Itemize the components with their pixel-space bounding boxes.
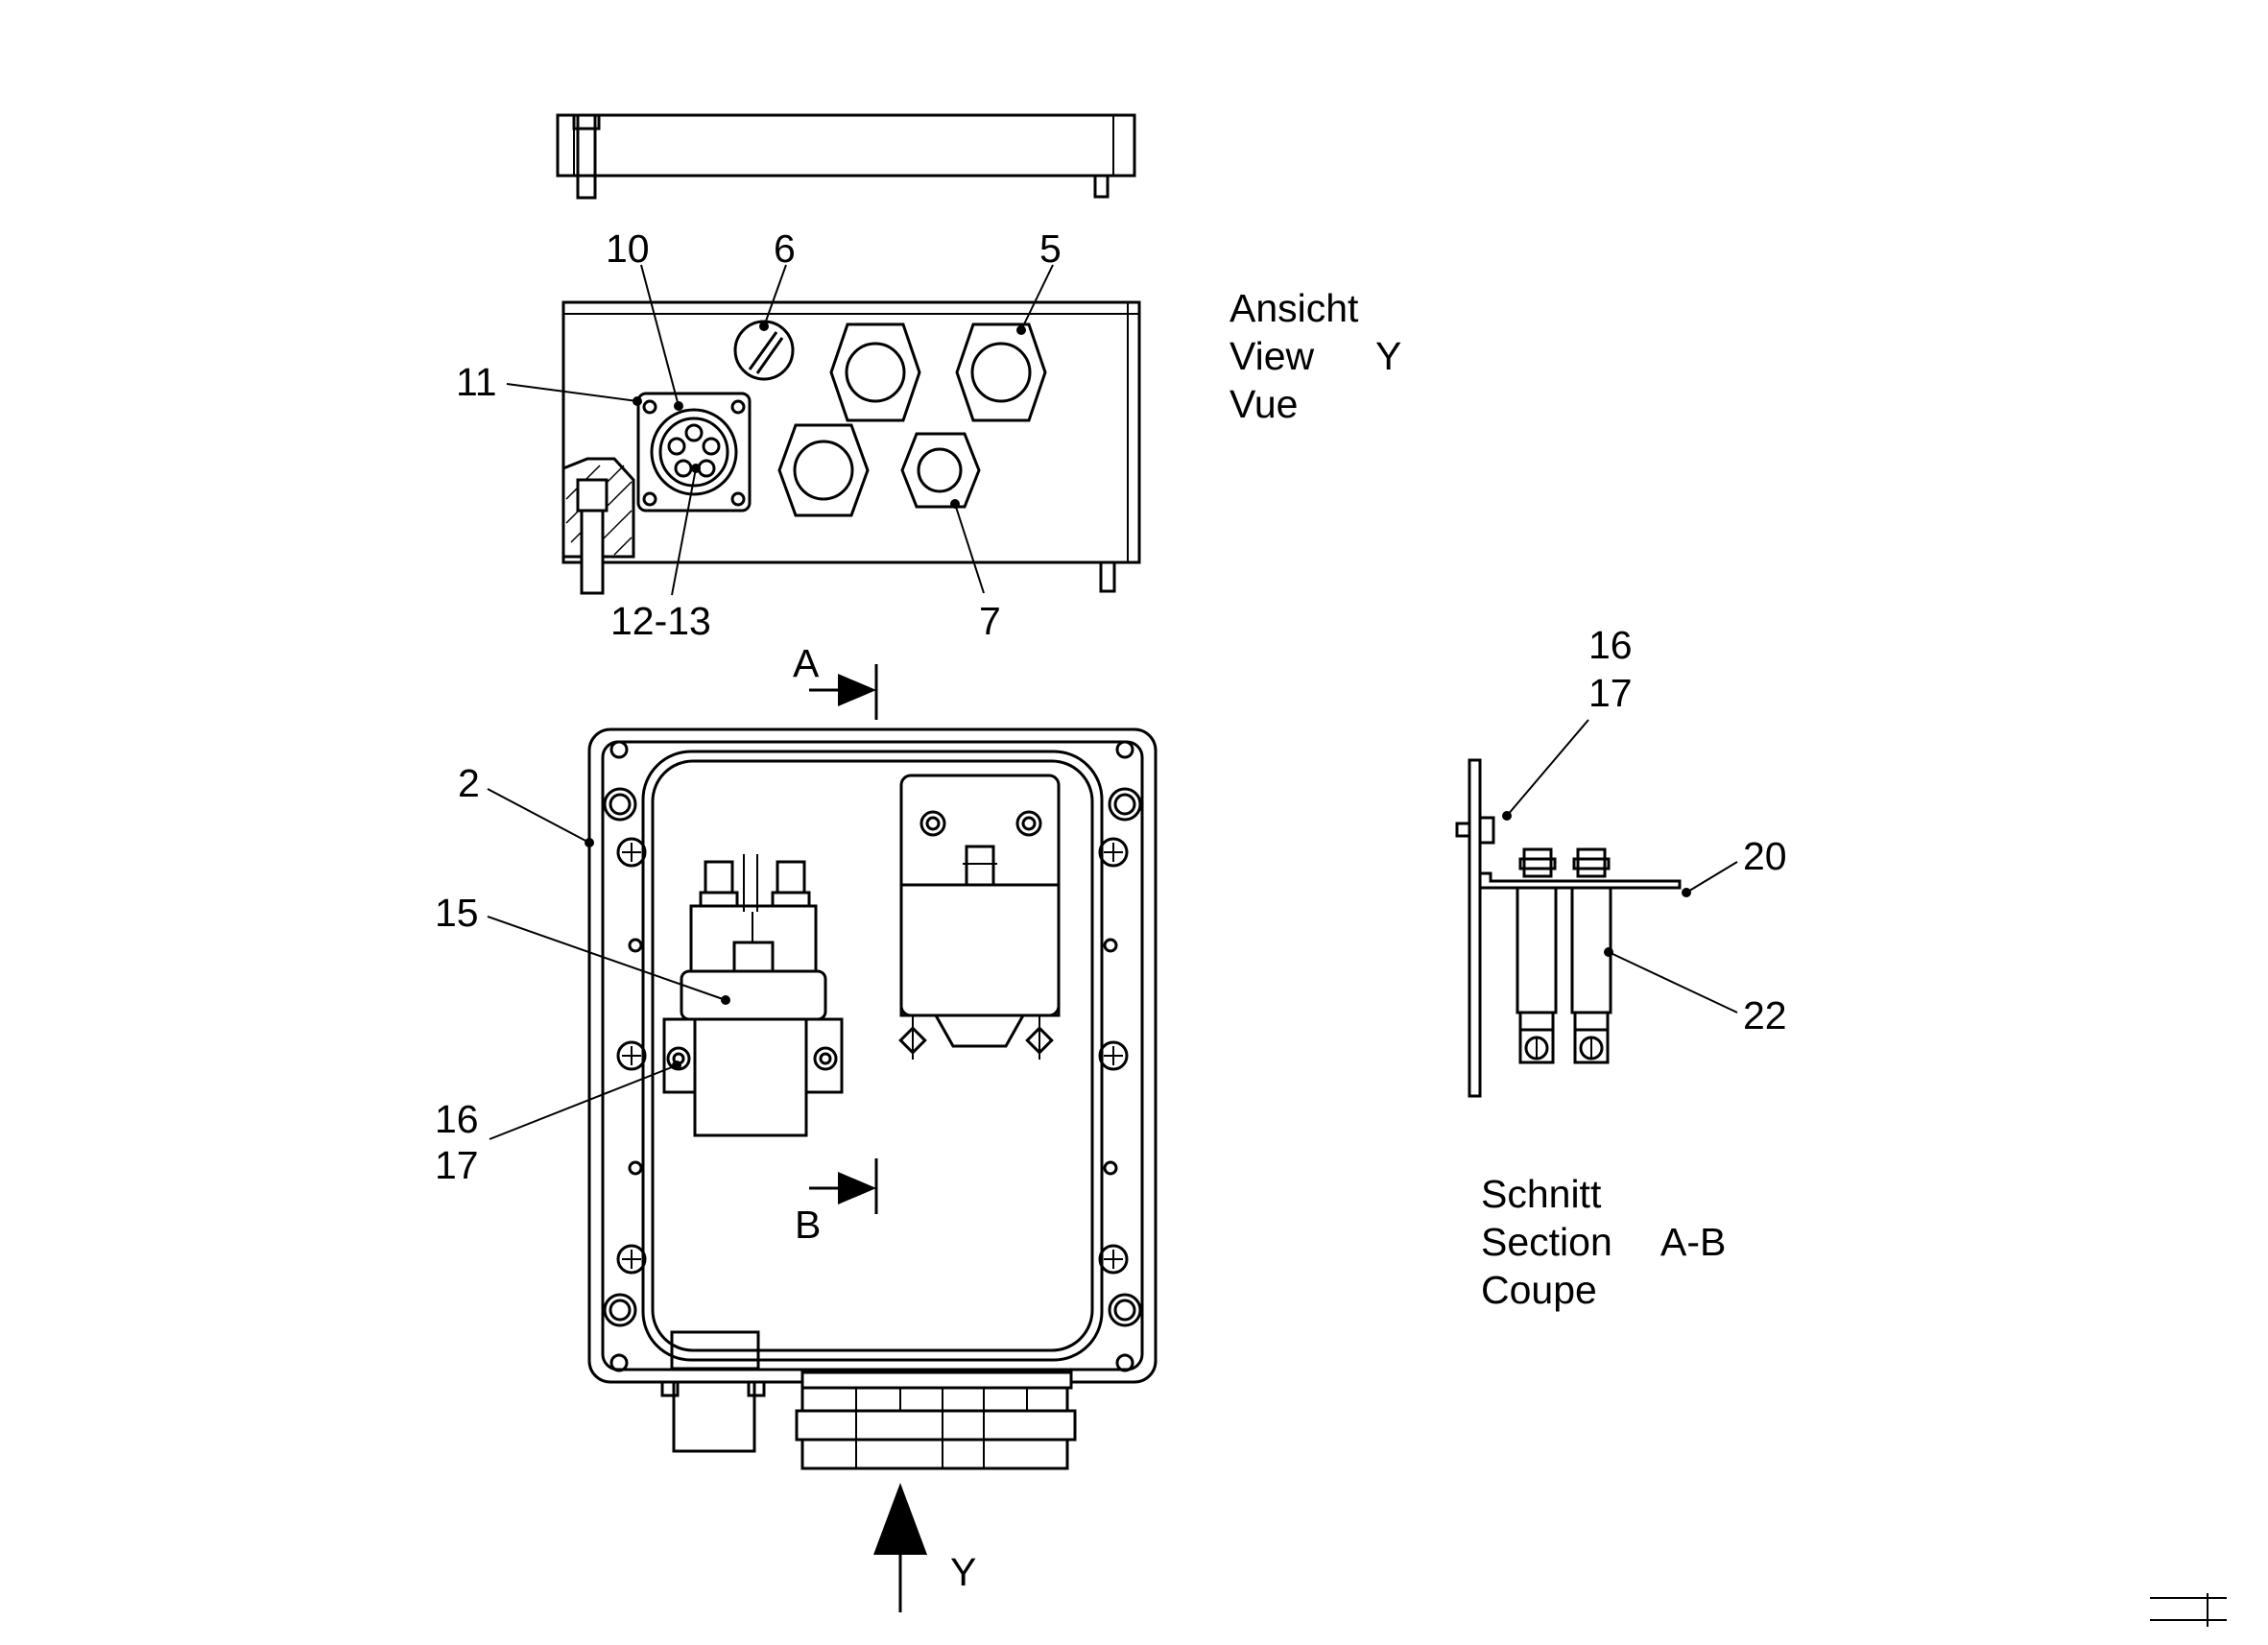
view-label-line2: View bbox=[1229, 334, 1315, 378]
connector-socket bbox=[636, 392, 752, 513]
lid-side-view bbox=[556, 113, 1136, 200]
leaders-main-view bbox=[487, 788, 730, 1140]
callout-17-section: 17 bbox=[1588, 671, 1633, 715]
callout-17-main: 17 bbox=[435, 1143, 479, 1187]
callout-11: 11 bbox=[456, 360, 497, 404]
section-ab bbox=[1455, 758, 1682, 1098]
section-marker-a: A bbox=[793, 641, 820, 685]
cable-gland-3 bbox=[777, 423, 870, 517]
callout-16-section: 16 bbox=[1588, 623, 1633, 667]
section-label-line3: Coupe bbox=[1481, 1268, 1597, 1312]
view-marker-y: Y bbox=[950, 1550, 976, 1594]
leaders-view-y bbox=[506, 264, 1054, 596]
view-label-letter: Y bbox=[1375, 334, 1401, 378]
cable-gland-4 bbox=[900, 432, 981, 509]
section-label-line2: Section bbox=[1481, 1220, 1612, 1264]
cable-gland-2 bbox=[955, 322, 1047, 422]
callout-16-main: 16 bbox=[435, 1097, 479, 1141]
callout-20: 20 bbox=[1743, 834, 1787, 878]
leaders-section bbox=[1502, 719, 1738, 1013]
mounting-screws bbox=[616, 837, 1129, 1275]
bottom-glands bbox=[660, 1330, 1077, 1470]
section-label-line1: Schnitt bbox=[1481, 1172, 1602, 1216]
section-marker-b: B bbox=[795, 1203, 821, 1247]
view-label-line3: Vue bbox=[1229, 382, 1298, 426]
section-arrows bbox=[809, 664, 927, 1612]
callout-7: 7 bbox=[979, 599, 1001, 643]
title-block-mark bbox=[2150, 1593, 2227, 1627]
view-label-line1: Ansicht bbox=[1229, 286, 1359, 330]
section-label-letters: A-B bbox=[1660, 1220, 1726, 1264]
fuse-bracket bbox=[898, 774, 1061, 1060]
enclosure-front-view bbox=[587, 727, 1158, 1470]
relay bbox=[662, 854, 844, 1137]
callout-6: 6 bbox=[774, 226, 796, 271]
callout-2: 2 bbox=[458, 761, 480, 805]
corner-screws bbox=[603, 740, 1142, 1372]
cable-gland-1 bbox=[829, 322, 921, 422]
callout-12-13: 12-13 bbox=[610, 599, 711, 643]
view-y-housing bbox=[561, 300, 1141, 595]
callout-10: 10 bbox=[606, 226, 650, 271]
callout-15: 15 bbox=[435, 891, 479, 935]
callout-5: 5 bbox=[1039, 226, 1062, 271]
callout-22: 22 bbox=[1743, 993, 1787, 1037]
